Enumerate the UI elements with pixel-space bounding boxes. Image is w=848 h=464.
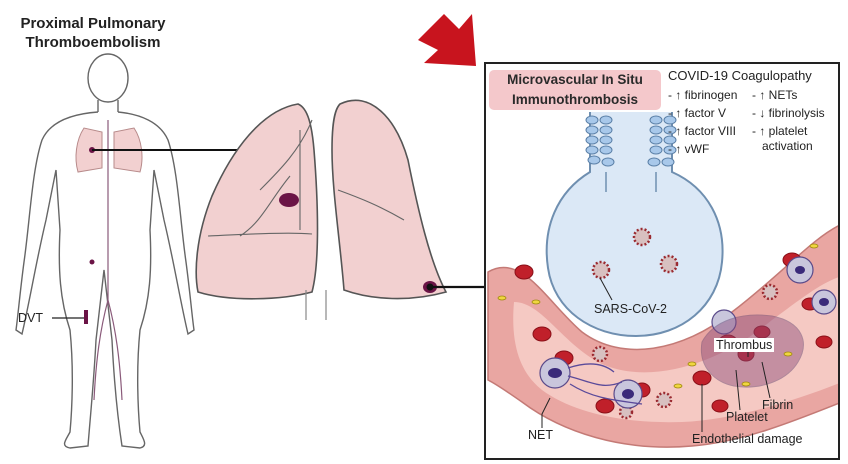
immunothrombosis-title: Microvascular In Situ Immunothrombosis: [489, 70, 661, 110]
endothelial-damage-label: Endothelial damage: [692, 432, 803, 446]
body-lungs: [76, 120, 142, 400]
immunothrombosis-title-line-1: Microvascular In Situ: [489, 70, 661, 90]
human-figure: [16, 54, 194, 448]
marker-item: - ↑ platelet: [752, 124, 825, 139]
platelet-label: Platelet: [726, 410, 768, 424]
coagulopathy-markers-right: - ↑ NETs - ↓ fibrinolysis - ↑ platelet a…: [752, 88, 825, 154]
marker-item: - ↑ vWF: [668, 142, 737, 157]
enlarged-lungs: [196, 100, 446, 320]
sars-cov-2-label: SARS-CoV-2: [594, 302, 667, 316]
marker-item: - ↑ fibrinogen: [668, 88, 737, 103]
dvt-pointer: [52, 310, 88, 324]
net-label: NET: [528, 428, 553, 442]
marker-item: - ↑ NETs: [752, 88, 825, 103]
thrombus-label: Thrombus: [714, 338, 774, 352]
marker-item: - ↑ factor VIII: [668, 124, 737, 139]
dvt-label: DVT: [18, 311, 43, 325]
coagulopathy-markers-left: - ↑ fibrinogen - ↑ factor V - ↑ factor V…: [668, 88, 737, 157]
marker-item: - ↑ factor V: [668, 106, 737, 121]
pointer-arrow: [418, 14, 476, 66]
immunothrombosis-title-line-2: Immunothrombosis: [489, 90, 661, 110]
marker-item: - ↓ fibrinolysis: [752, 106, 825, 121]
coagulopathy-title: COVID-19 Coagulopathy: [668, 68, 812, 83]
marker-item: activation: [752, 139, 825, 154]
